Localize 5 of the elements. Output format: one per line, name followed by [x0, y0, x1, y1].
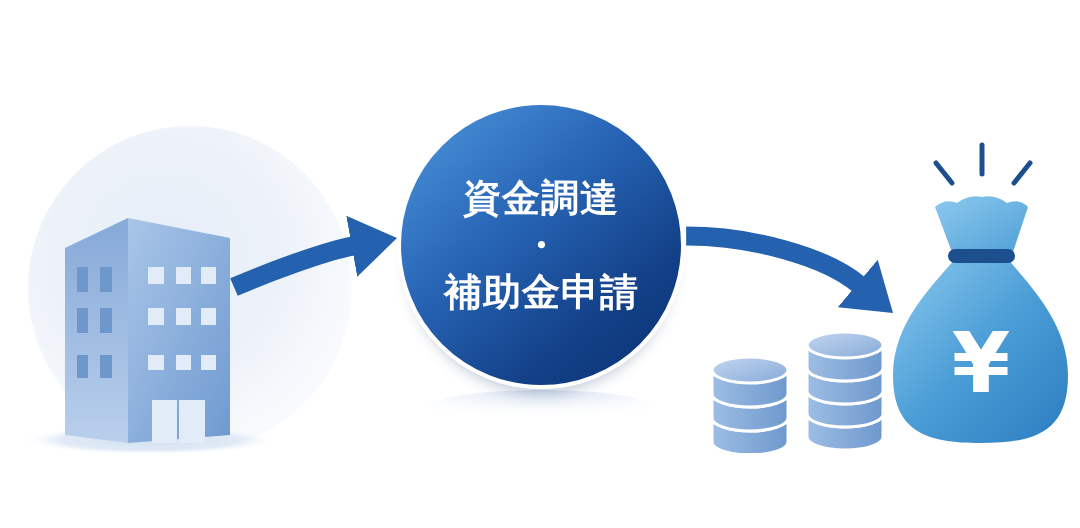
yen-sign: ¥ — [951, 321, 1011, 405]
curved-arrow — [230, 215, 397, 296]
curved-arrow — [685, 226, 895, 312]
office-building-illustration — [65, 218, 230, 443]
circle-label: 資金調達・補助金申請 — [443, 174, 639, 316]
